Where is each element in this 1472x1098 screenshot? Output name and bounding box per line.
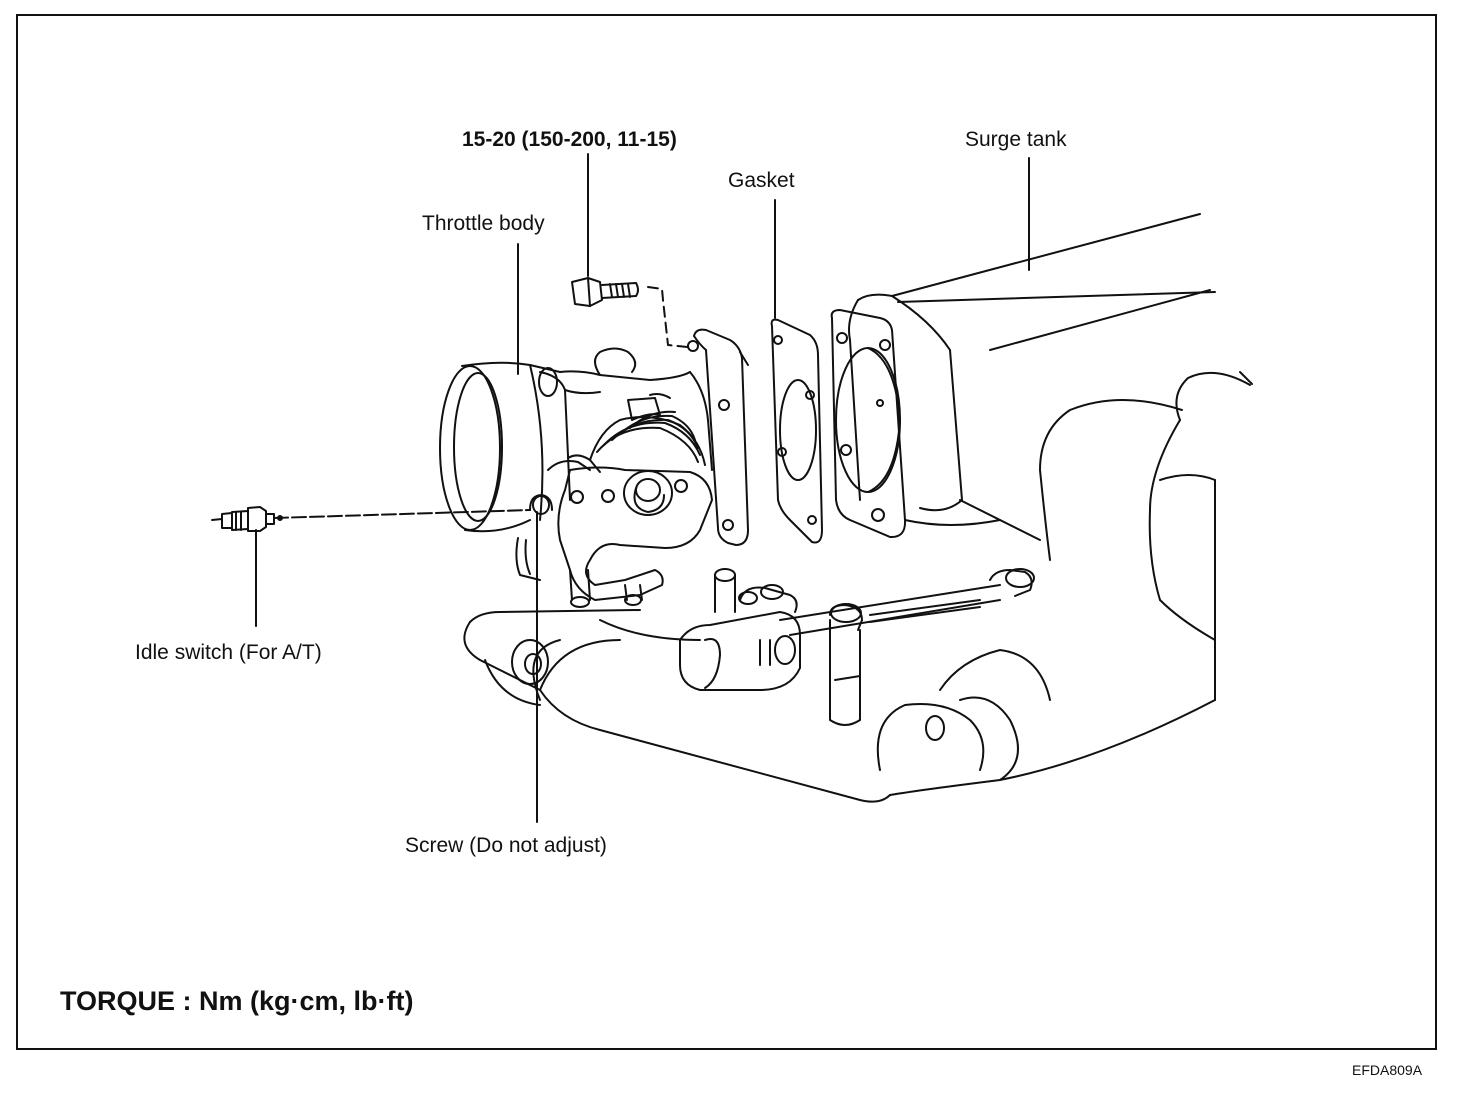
diagram-frame [16,14,1437,1050]
intake-manifold-drawing [463,568,1216,803]
gasket-drawing [770,318,823,544]
throttle-body-drawing [439,328,749,608]
idle-switch-label: Idle switch (For A/T) [135,641,322,664]
idle-switch-drawing [211,506,531,532]
flange-bolt-drawing [571,277,689,348]
torque-units-note: TORQUE : Nm (kg·cm, lb·ft) [60,986,414,1016]
leader-lines [255,153,1030,823]
surge-tank-label: Surge tank [965,128,1067,151]
throttle-body-label: Throttle body [422,212,545,235]
screw-label: Screw (Do not adjust) [405,834,607,857]
surge-tank-drawing [830,213,1253,701]
torque-spec-label: 15-20 (150-200, 11-15) [462,128,677,151]
figure-code: EFDA809A [1352,1062,1423,1078]
gasket-label: Gasket [728,169,795,192]
